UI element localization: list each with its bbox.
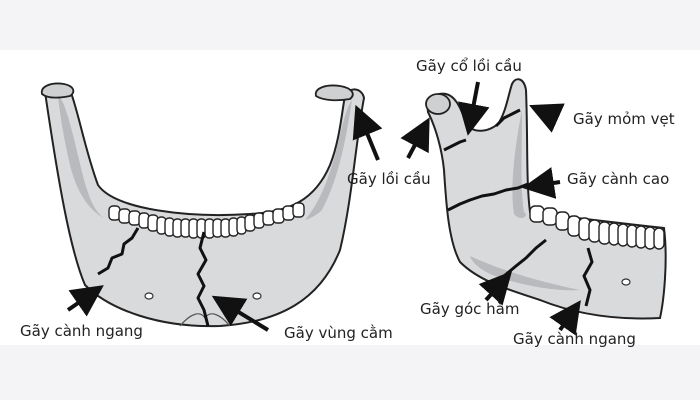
front-condyle-right [316, 85, 353, 100]
front-mandible [42, 83, 364, 326]
side-foramen [622, 279, 630, 285]
front-condyle-left [42, 83, 74, 97]
arrow-loi-cau-right [360, 116, 378, 160]
arrow-canh-ngang-side [560, 310, 574, 330]
arrow-mom-vet [540, 110, 558, 118]
label-loi-cau: Gãy lồi cầu [347, 170, 431, 188]
label-vung-cam: Gãy vùng cằm [284, 324, 393, 342]
label-canh-ngang-front: Gãy cành ngang [20, 322, 143, 340]
label-co-loi-cau: Gãy cổ lồi cầu [416, 57, 522, 75]
arrow-canh-ngang-front [68, 292, 94, 310]
label-goc-ham: Gãy góc hàm [420, 300, 520, 318]
arrow-canh-cao [534, 182, 560, 186]
arrow-co-loi-cau [470, 82, 478, 124]
front-foramen-right [253, 293, 261, 299]
label-canh-cao: Gãy cành cao [567, 170, 669, 188]
label-mom-vet: Gãy mỏm vẹt [573, 110, 675, 128]
arrow-loi-cau-side [408, 128, 424, 158]
side-condyle-head [426, 94, 450, 114]
label-canh-ngang-side: Gãy cành ngang [513, 330, 636, 348]
front-foramen-left [145, 293, 153, 299]
